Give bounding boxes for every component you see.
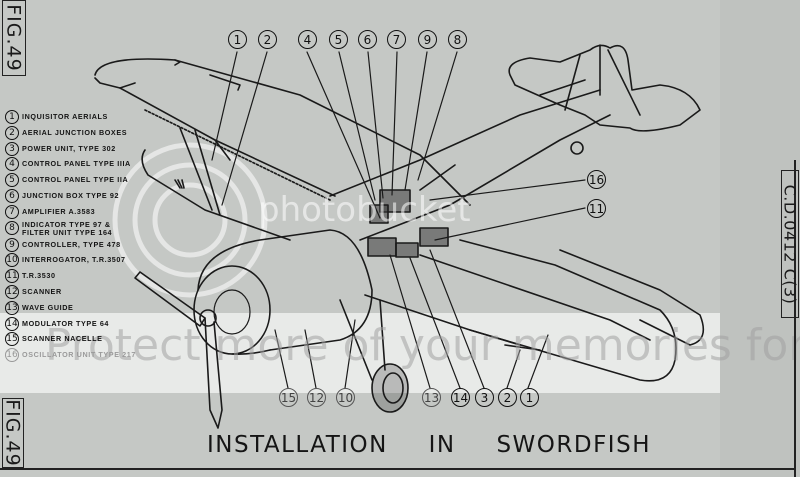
callout-top: 4 [298,30,317,49]
legend-number: 12 [5,284,19,299]
legend-label: MODULATOR TYPE 64 [22,318,110,328]
watermark-tagline: Protect more of your memories for less! [45,320,800,371]
legend-number: 6 [5,188,19,203]
callout-right: 16 [587,170,606,189]
callout-bottom: 12 [307,388,326,407]
callout-top: 7 [387,30,406,49]
callout-bottom: 13 [422,388,441,407]
frame-right-border [794,160,796,477]
watermark-brand: photobucket [258,190,471,230]
legend-number: 1 [5,110,19,124]
legend-label: CONTROLLER, TYPE 478 [22,239,121,249]
legend-number: 4 [5,157,19,172]
figure-label-bottom: FIG.49 [2,398,24,468]
figure-title: INSTALLATION IN SWORDFISH [207,432,651,458]
callout-bottom: 10 [336,388,355,407]
callout-bottom: 3 [475,388,494,407]
callout-top: 2 [258,30,277,49]
legend-label: JUNCTION BOX TYPE 92 [22,190,120,200]
callout-top: 6 [358,30,377,49]
callout-bottom: 2 [498,388,517,407]
legend-number: 10 [5,253,19,268]
figure-label-top-text: FIG.49 [3,4,26,72]
legend-number: 13 [5,300,19,315]
legend-label: CONTROL PANEL TYPE IIIA [22,159,131,169]
callout-top: 9 [418,30,437,49]
legend-label: INTERROGATOR, T.R.3507 [22,255,126,265]
legend-number: 11 [5,269,19,284]
legend-label: OSCILLATOR UNIT TYPE 217 [22,350,136,360]
callout-bottom: 14 [451,388,470,407]
document-reference: C.D.0412 C(3) [780,170,800,318]
legend-number: 5 [5,173,19,188]
legend-number: 2 [5,125,19,140]
legend-number: 3 [5,141,19,156]
legend-label: SCANNER NACELLE [22,334,103,344]
legend-number: 16 [5,348,19,363]
callout-right: 11 [587,199,606,218]
legend-label: T.R.3530 [22,271,56,281]
watermark-band [0,313,720,393]
legend-number: 14 [5,316,19,331]
callout-top: 1 [228,30,247,49]
callout-top: 8 [448,30,467,49]
figure-label-bottom-text: FIG.49 [2,399,25,467]
legend-label: POWER UNIT, TYPE 302 [22,143,116,153]
legend-number: 9 [5,237,19,252]
legend-label: AMPLIFIER A.3583 [22,206,96,216]
page-edge-shade [720,0,800,477]
legend-label: WAVE GUIDE [22,302,74,312]
frame-bottom-border [0,468,796,470]
figure-label-top: FIG.49 [2,0,26,76]
document-reference-text: C.D.0412 C(3) [780,184,800,304]
legend-number: 7 [5,204,19,219]
legend-label: INQUISITOR AERIALS [22,112,108,121]
legend-label: INDICATOR TYPE 97 & FILTER UNIT TYPE 164 [22,219,113,237]
legend-number: 15 [5,332,19,347]
legend-label: SCANNER [22,286,62,296]
legend-label: CONTROL PANEL TYPE IIA [22,175,129,185]
callout-bottom: 1 [520,388,539,407]
legend-label: AERIAL JUNCTION BOXES [22,127,128,137]
callout-top: 5 [329,30,348,49]
callout-bottom: 15 [279,388,298,407]
legend-number: 8 [5,220,19,235]
